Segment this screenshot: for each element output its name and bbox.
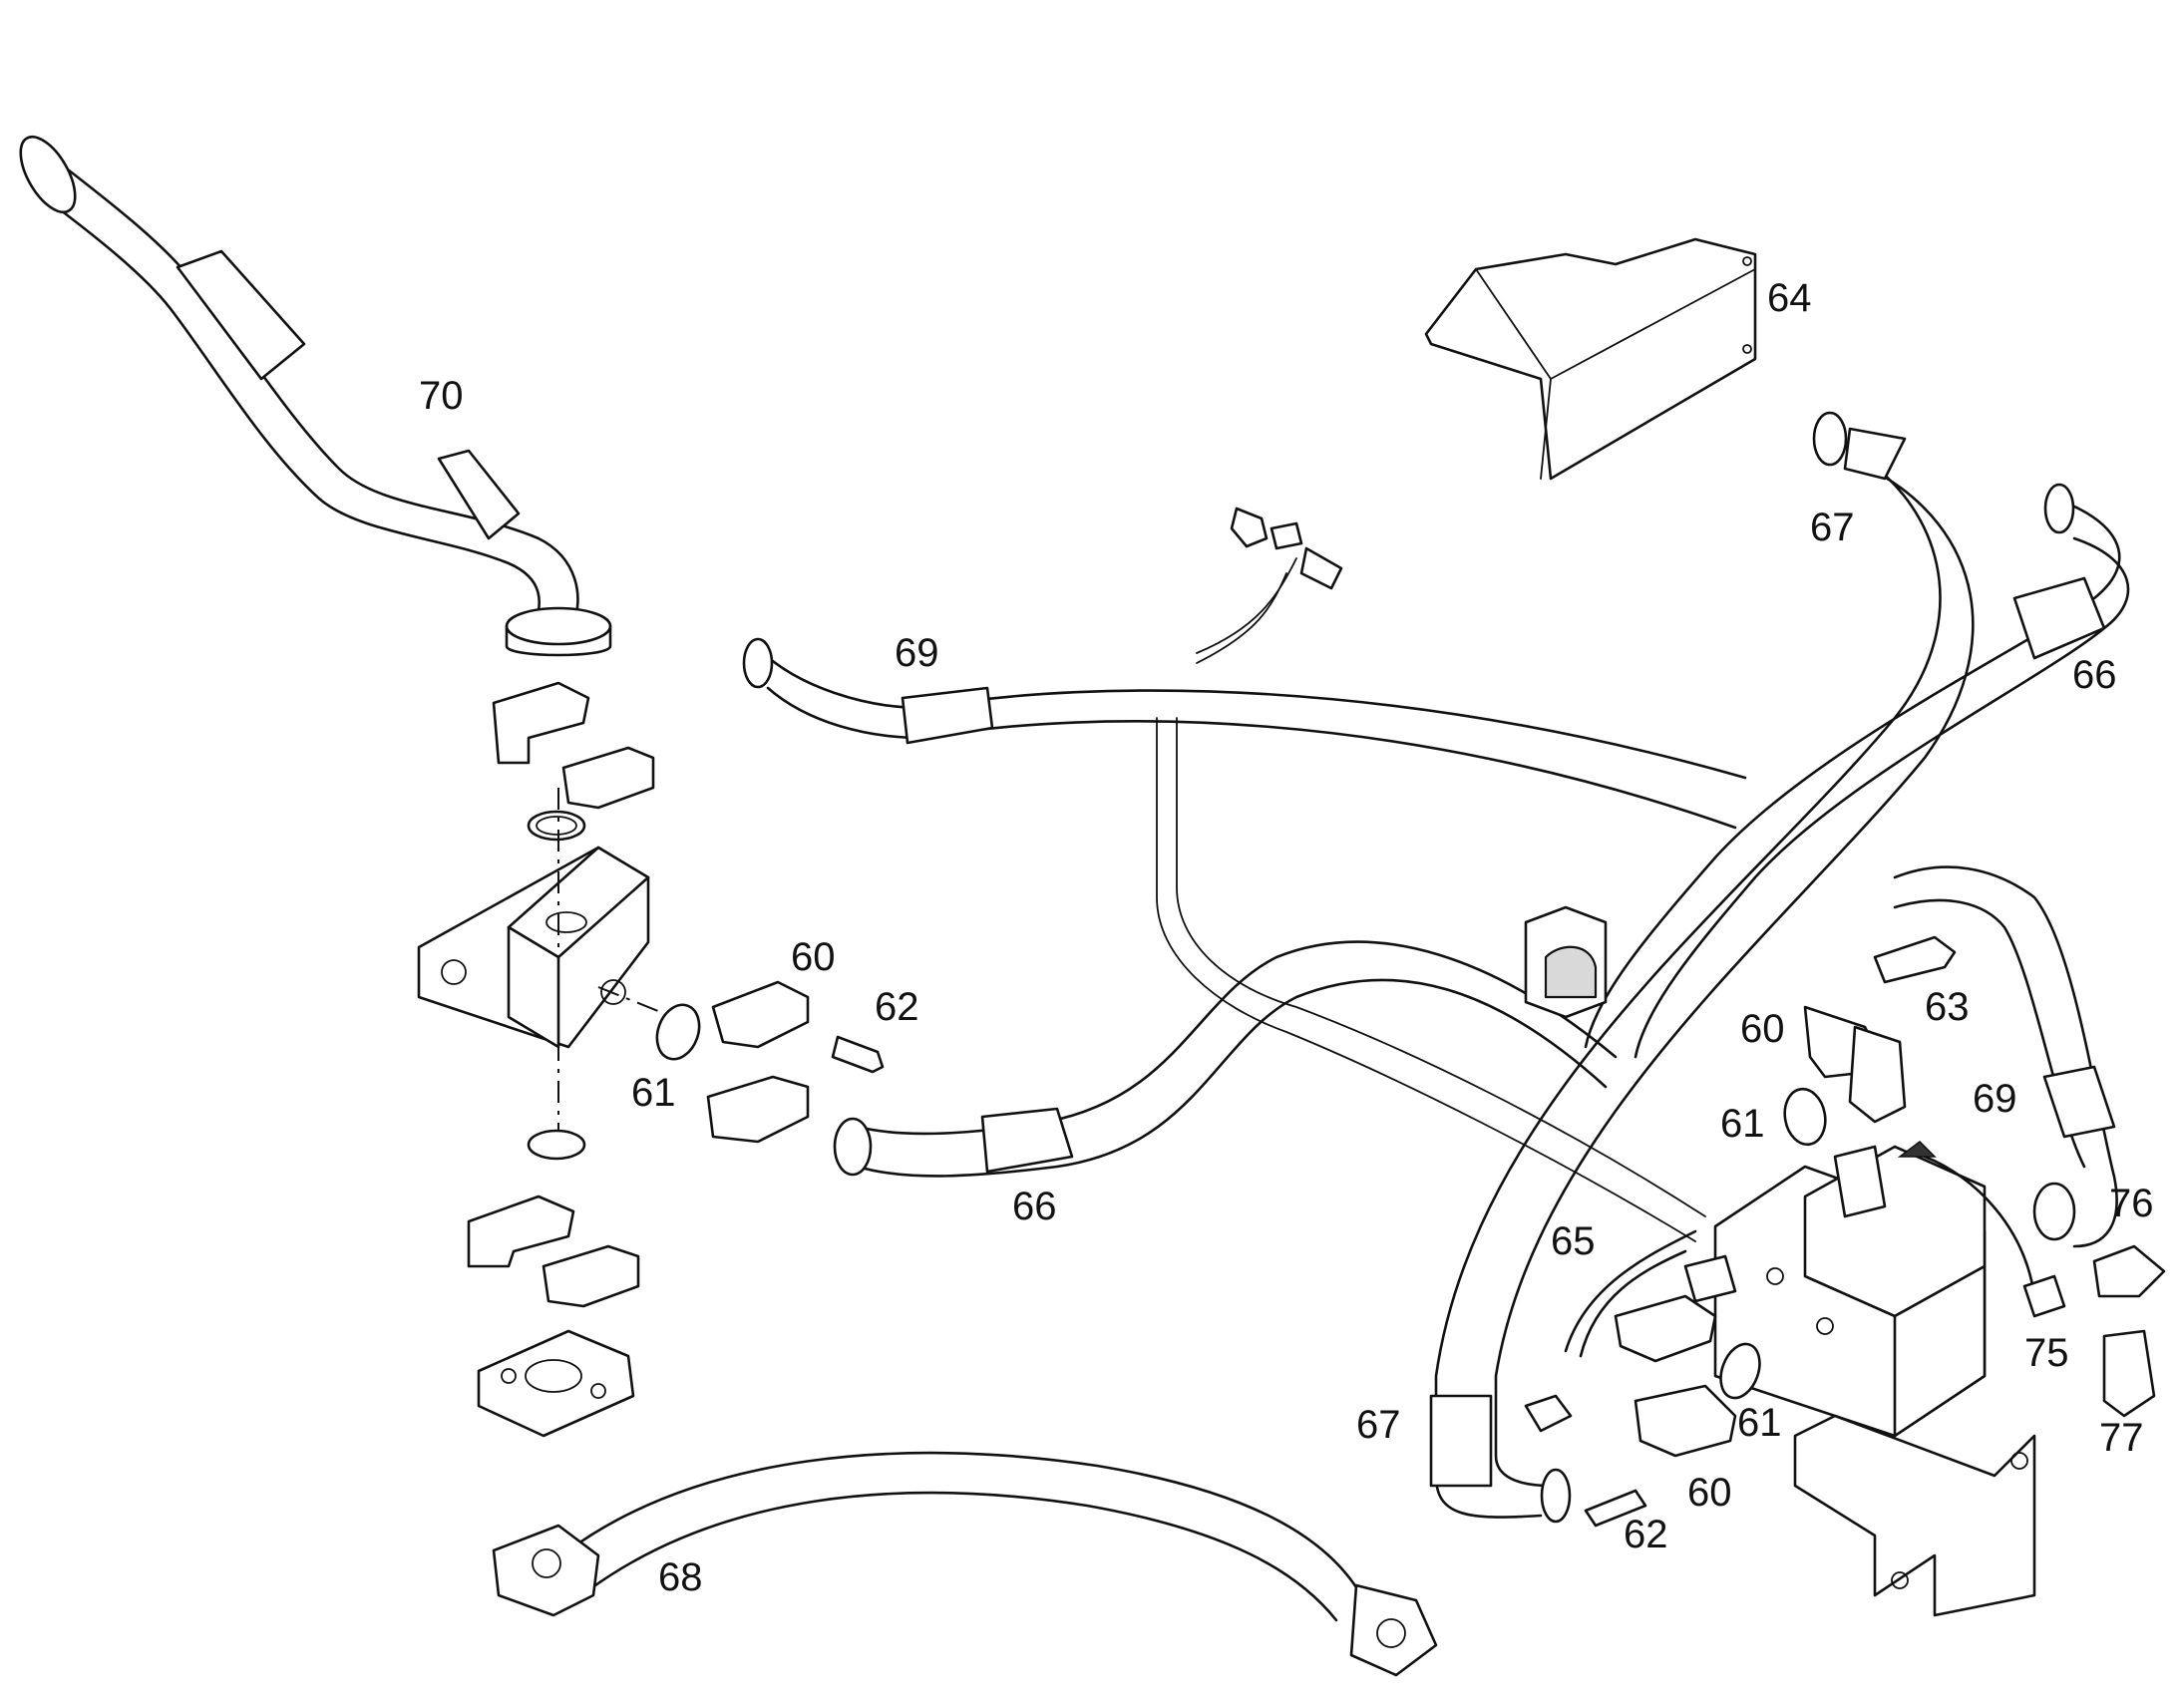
valve-block-right	[1683, 1141, 2036, 1438]
frame-lines	[1156, 717, 1706, 1242]
tee-fitting	[1196, 507, 1343, 664]
callout-77: 77	[2099, 1416, 2144, 1460]
flange-clamps-lower	[467, 1195, 640, 1438]
callout-64: 64	[1767, 276, 1812, 320]
hose-66-middle	[833, 940, 1618, 1178]
hose-69-upper	[742, 637, 1747, 830]
hose-65	[1564, 1229, 1697, 1358]
callout-67-lower: 67	[1356, 1403, 1401, 1447]
hose-67	[1429, 411, 1975, 1524]
callout-66-right: 66	[2072, 653, 2117, 697]
callout-63: 63	[1925, 985, 1970, 1029]
callout-66-middle: 66	[1012, 1185, 1057, 1228]
callout-62-lower: 62	[1624, 1513, 1668, 1556]
callout-60-left: 60	[791, 935, 836, 979]
clamp-bracket-center	[1524, 905, 1608, 1019]
hose-69-right	[1893, 865, 2118, 1248]
pipe-70	[19, 135, 612, 657]
callout-69-right: 69	[1973, 1077, 2017, 1121]
callout-61-left: 61	[631, 1071, 676, 1115]
callout-61-lower: 61	[1737, 1401, 1782, 1445]
callout-75: 75	[2024, 1331, 2069, 1375]
callout-70: 70	[419, 374, 464, 418]
seal-and-clamps-right	[1524, 935, 1957, 1528]
valve-block-left	[417, 788, 699, 1147]
bracket-mount	[1793, 1414, 2036, 1617]
flange-clamps-upper	[492, 681, 655, 842]
fittings-75-76-77	[2022, 1244, 2166, 1418]
callout-76: 76	[2109, 1182, 2154, 1225]
callout-60-right: 60	[1740, 1007, 1785, 1051]
cover-64	[1424, 237, 1757, 481]
callout-60-lower: 60	[1687, 1471, 1732, 1515]
seal-and-clamps-left	[527, 980, 885, 1161]
hose-68	[492, 1451, 1438, 1677]
callout-labels: 70 64 67 69 66 60 62 61 66 63 60 61 69 7…	[419, 276, 2154, 1599]
hose-66-right	[1584, 483, 2130, 1059]
callout-67-upper: 67	[1810, 506, 1855, 549]
callout-65: 65	[1551, 1219, 1596, 1263]
callout-68: 68	[658, 1555, 703, 1599]
callout-69-upper: 69	[895, 631, 939, 675]
callout-62-left: 62	[875, 985, 919, 1029]
callout-61-right: 61	[1720, 1102, 1765, 1146]
